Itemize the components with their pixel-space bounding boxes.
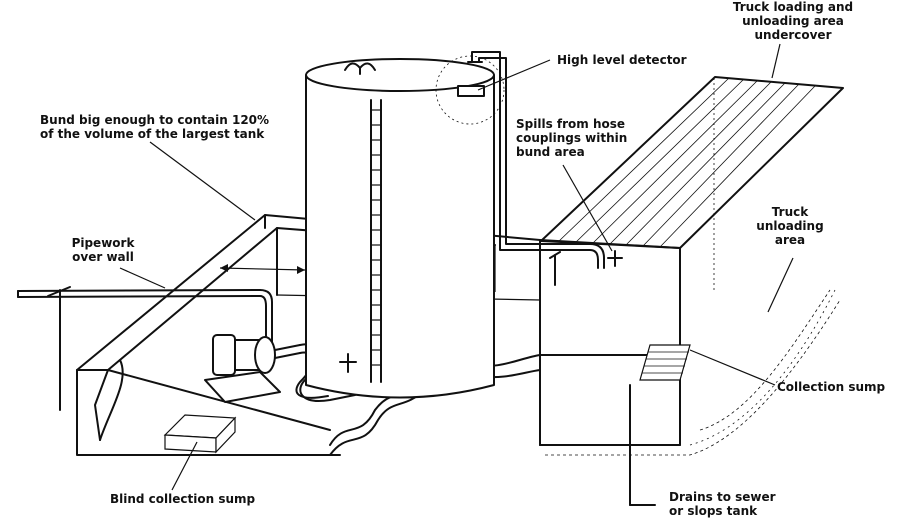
storage-tank (305, 51, 623, 399)
pipework (17, 286, 273, 411)
leader-lines (119, 43, 794, 491)
label-blind-collection-sump: Blind collection sump (110, 492, 256, 506)
pump (204, 334, 356, 403)
label-truck-loading-cover: Truck loading and unloading area underco… (732, 0, 854, 42)
canopy-roof (540, 76, 844, 290)
label-collection-sump: Collection sump (777, 380, 886, 394)
ground-hatching (545, 289, 841, 456)
label-bund-capacity: Bund big enough to contain 120% of the v… (40, 113, 270, 141)
label-spills: Spills from hose couplings within bund a… (516, 117, 628, 159)
label-pipework: Pipework over wall (71, 236, 135, 264)
collection-sump-grate (629, 344, 691, 506)
label-truck-unloading-area: Truck unloading area (756, 205, 824, 247)
label-high-level-detector: High level detector (557, 53, 687, 67)
blind-collection-sump (163, 414, 237, 454)
label-drains: Drains to sewer or slops tank (669, 490, 776, 518)
